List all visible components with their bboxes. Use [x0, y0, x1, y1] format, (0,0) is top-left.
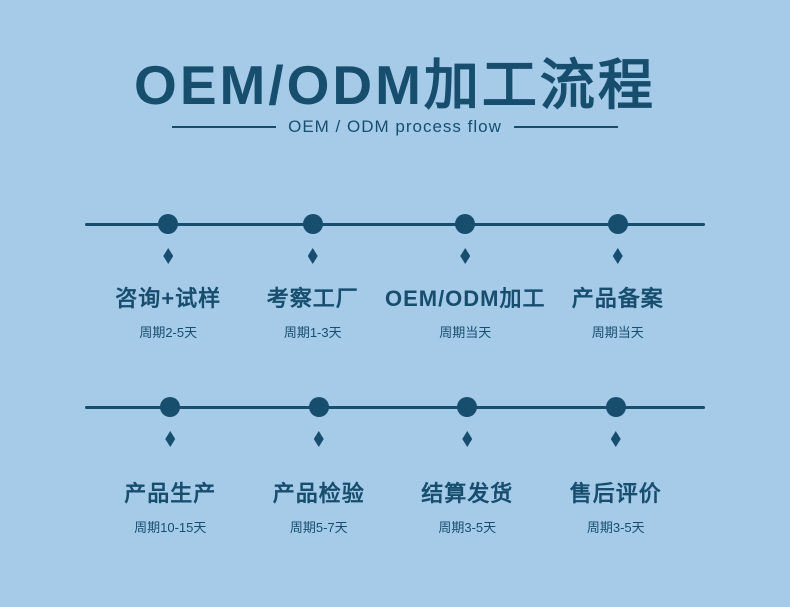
timeline-dot — [607, 214, 628, 234]
step-label: 产品备案 — [571, 286, 664, 311]
diamond-marker — [462, 431, 473, 447]
diamond-marker — [163, 248, 174, 264]
step-label: OEM/ODM加工 — [384, 286, 546, 311]
process-step-aftersale-review: 售后评价 周期3-5天 — [542, 397, 691, 536]
diamond-marker — [610, 431, 621, 447]
subtitle: OEM / ODM process flow — [0, 117, 790, 137]
step-label: 售后评价 — [569, 481, 662, 506]
timeline-dot — [302, 214, 323, 234]
process-step-inspection: 产品检验 周期5-7天 — [245, 397, 394, 536]
step-label: 产品生产 — [124, 481, 217, 506]
timeline-row2: 产品生产 周期10-15天 产品检验 周期5-7天 结算发货 周期3-5天 售后… — [96, 397, 690, 536]
subtitle-text: OEM / ODM process flow — [288, 117, 502, 136]
timeline-line-row1 — [85, 223, 705, 226]
step-duration: 周期2-5天 — [139, 325, 198, 340]
process-step-production: 产品生产 周期10-15天 — [96, 397, 245, 536]
timeline-row1: 咨询+试样 周期2-5天 考察工厂 周期1-3天 OEM/ODM加工 周期当天 … — [96, 214, 690, 341]
page-title: OEM/ODM加工流程 — [134, 54, 656, 116]
process-step-consult: 咨询+试样 周期2-5天 — [96, 214, 240, 341]
process-step-settle-ship: 结算发货 周期3-5天 — [393, 397, 542, 536]
step-label: 考察工厂 — [266, 286, 359, 311]
process-step-product-record: 产品备案 周期当天 — [546, 214, 690, 341]
diamond-marker — [313, 431, 324, 447]
step-duration: 周期当天 — [591, 325, 644, 340]
timeline-dot — [457, 397, 478, 417]
process-step-factory-visit: 考察工厂 周期1-3天 — [240, 214, 384, 341]
step-duration: 周期3-5天 — [586, 520, 645, 535]
step-label: 结算发货 — [421, 481, 514, 506]
step-duration: 周期1-3天 — [283, 325, 342, 340]
diamond-marker — [460, 248, 471, 264]
timeline-dot — [158, 214, 179, 234]
step-duration: 周期10-15天 — [134, 520, 207, 535]
process-step-oem-odm: OEM/ODM加工 周期当天 — [385, 214, 546, 341]
timeline-line-row2 — [85, 406, 705, 409]
step-duration: 周期当天 — [439, 325, 492, 340]
diamond-marker — [165, 431, 176, 447]
subtitle-right-line — [513, 126, 618, 128]
step-duration: 周期5-7天 — [289, 520, 348, 535]
step-label: 咨询+试样 — [115, 286, 222, 311]
timeline-dot — [605, 397, 626, 417]
step-label: 产品检验 — [272, 481, 365, 506]
timeline-dot — [455, 214, 476, 234]
diamond-marker — [307, 248, 318, 264]
diamond-marker — [612, 248, 623, 264]
timeline-dot — [308, 397, 329, 417]
step-duration: 周期3-5天 — [438, 520, 497, 535]
timeline-dot — [160, 397, 181, 417]
subtitle-left-line — [172, 126, 277, 128]
